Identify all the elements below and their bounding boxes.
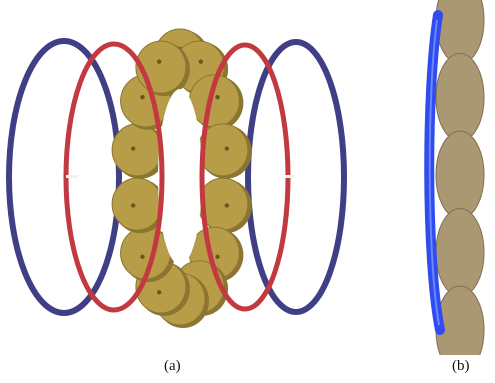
segmented-ring [111, 28, 252, 328]
side-view-segments [435, 0, 485, 355]
ring-segment [197, 177, 252, 234]
side-segment [435, 53, 485, 142]
coil-gap-mark-right [285, 175, 295, 178]
ring-segment [111, 123, 167, 179]
outer-coil-right [245, 39, 347, 315]
panel-a-caption: (a) [164, 358, 181, 374]
outer-coil-left [6, 38, 122, 316]
side-segment [435, 130, 485, 220]
side-segment [435, 208, 485, 297]
panel-b-caption: (b) [452, 358, 470, 374]
ring-segment [197, 123, 252, 179]
ring-segment [111, 177, 167, 234]
coil-gap-mark-left [66, 175, 78, 178]
ring-center-opening [158, 89, 202, 265]
panel-a-illustration [6, 28, 347, 328]
panel-b-illustration [424, 0, 485, 355]
side-view-band-highlight [428, 19, 440, 326]
